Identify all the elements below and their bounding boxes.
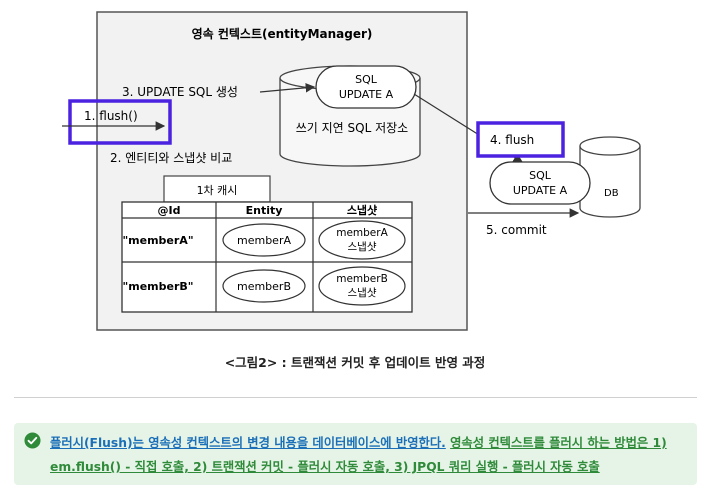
sql-label: SQL — [355, 73, 378, 86]
snapshot-b-sub: 스냅샷 — [348, 287, 377, 299]
step4-label: 4. flush — [490, 133, 534, 147]
snapshot-a-label: memberA — [336, 227, 388, 239]
snapshot-a-sub: 스냅샷 — [348, 241, 377, 253]
cache-tab — [163, 175, 271, 203]
step1-label: 1. flush() — [84, 109, 138, 123]
flush-step-highlight — [476, 121, 565, 158]
flush-call-highlight — [68, 99, 172, 145]
db-sql-label: SQL — [529, 169, 552, 182]
cache-header-snapshot: 스냅샷 — [347, 203, 377, 217]
check-circle-icon — [24, 432, 41, 449]
cache-header-entity: Entity — [246, 204, 283, 217]
step2-label: 2. 엔티티와 스냅샷 비교 — [110, 151, 232, 165]
divider — [14, 397, 697, 398]
snapshot-a-ellipse — [318, 220, 406, 260]
persistence-context-title: 영속 컨텍스트(entityManager) — [192, 26, 373, 41]
entity-a-label: memberA — [237, 234, 291, 247]
callout-text: 플러시(Flush)는 영속성 컨텍스트의 변경 내용을 데이터베이스에 반영한… — [50, 431, 686, 479]
step5-label: 5. commit — [486, 223, 547, 237]
callout-strong-text: 플러시(Flush)는 영속성 컨텍스트의 변경 내용을 데이터베이스에 반영한… — [50, 436, 446, 450]
sql-store-label: 쓰기 지연 SQL 저장소 — [296, 121, 408, 135]
db-label: DB — [604, 188, 619, 199]
callout-body-text: 영속성 컨텍스트를 플러시 하는 방법은 1) em.flush() - 직접 … — [50, 436, 667, 474]
cache-row-b-id: "memberB" — [123, 280, 194, 293]
db-sql-update-label: UPDATE A — [513, 184, 568, 197]
figure-caption: <그림2> : 트랜잭션 커밋 후 업데이트 반영 과정 — [224, 355, 486, 370]
step3-label: 3. UPDATE SQL 생성 — [122, 85, 238, 99]
sql-update-pill-db — [489, 161, 591, 205]
db-cylinder — [579, 146, 641, 218]
sql-update-label: UPDATE A — [339, 88, 394, 101]
cache-label: 1차 캐시 — [197, 184, 238, 197]
entity-b-ellipse — [222, 269, 306, 303]
diagram-svg: 영속 컨텍스트(entityManager) 쓰기 지연 SQL 저장소 SQL… — [62, 11, 641, 331]
cache-row-a-id: "memberA" — [122, 234, 193, 247]
entity-b-label: memberB — [237, 280, 291, 293]
flush-diagram: 영속 컨텍스트(entityManager) 쓰기 지연 SQL 저장소 SQL… — [60, 6, 650, 334]
info-callout: 플러시(Flush)는 영속성 컨텍스트의 변경 내용을 데이터베이스에 반영한… — [14, 423, 697, 485]
cache-header-id: @Id — [158, 204, 181, 217]
entity-a-ellipse — [222, 223, 306, 257]
snapshot-b-label: memberB — [336, 273, 388, 285]
snapshot-b-ellipse — [318, 266, 406, 306]
sql-update-pill-store — [315, 65, 417, 109]
